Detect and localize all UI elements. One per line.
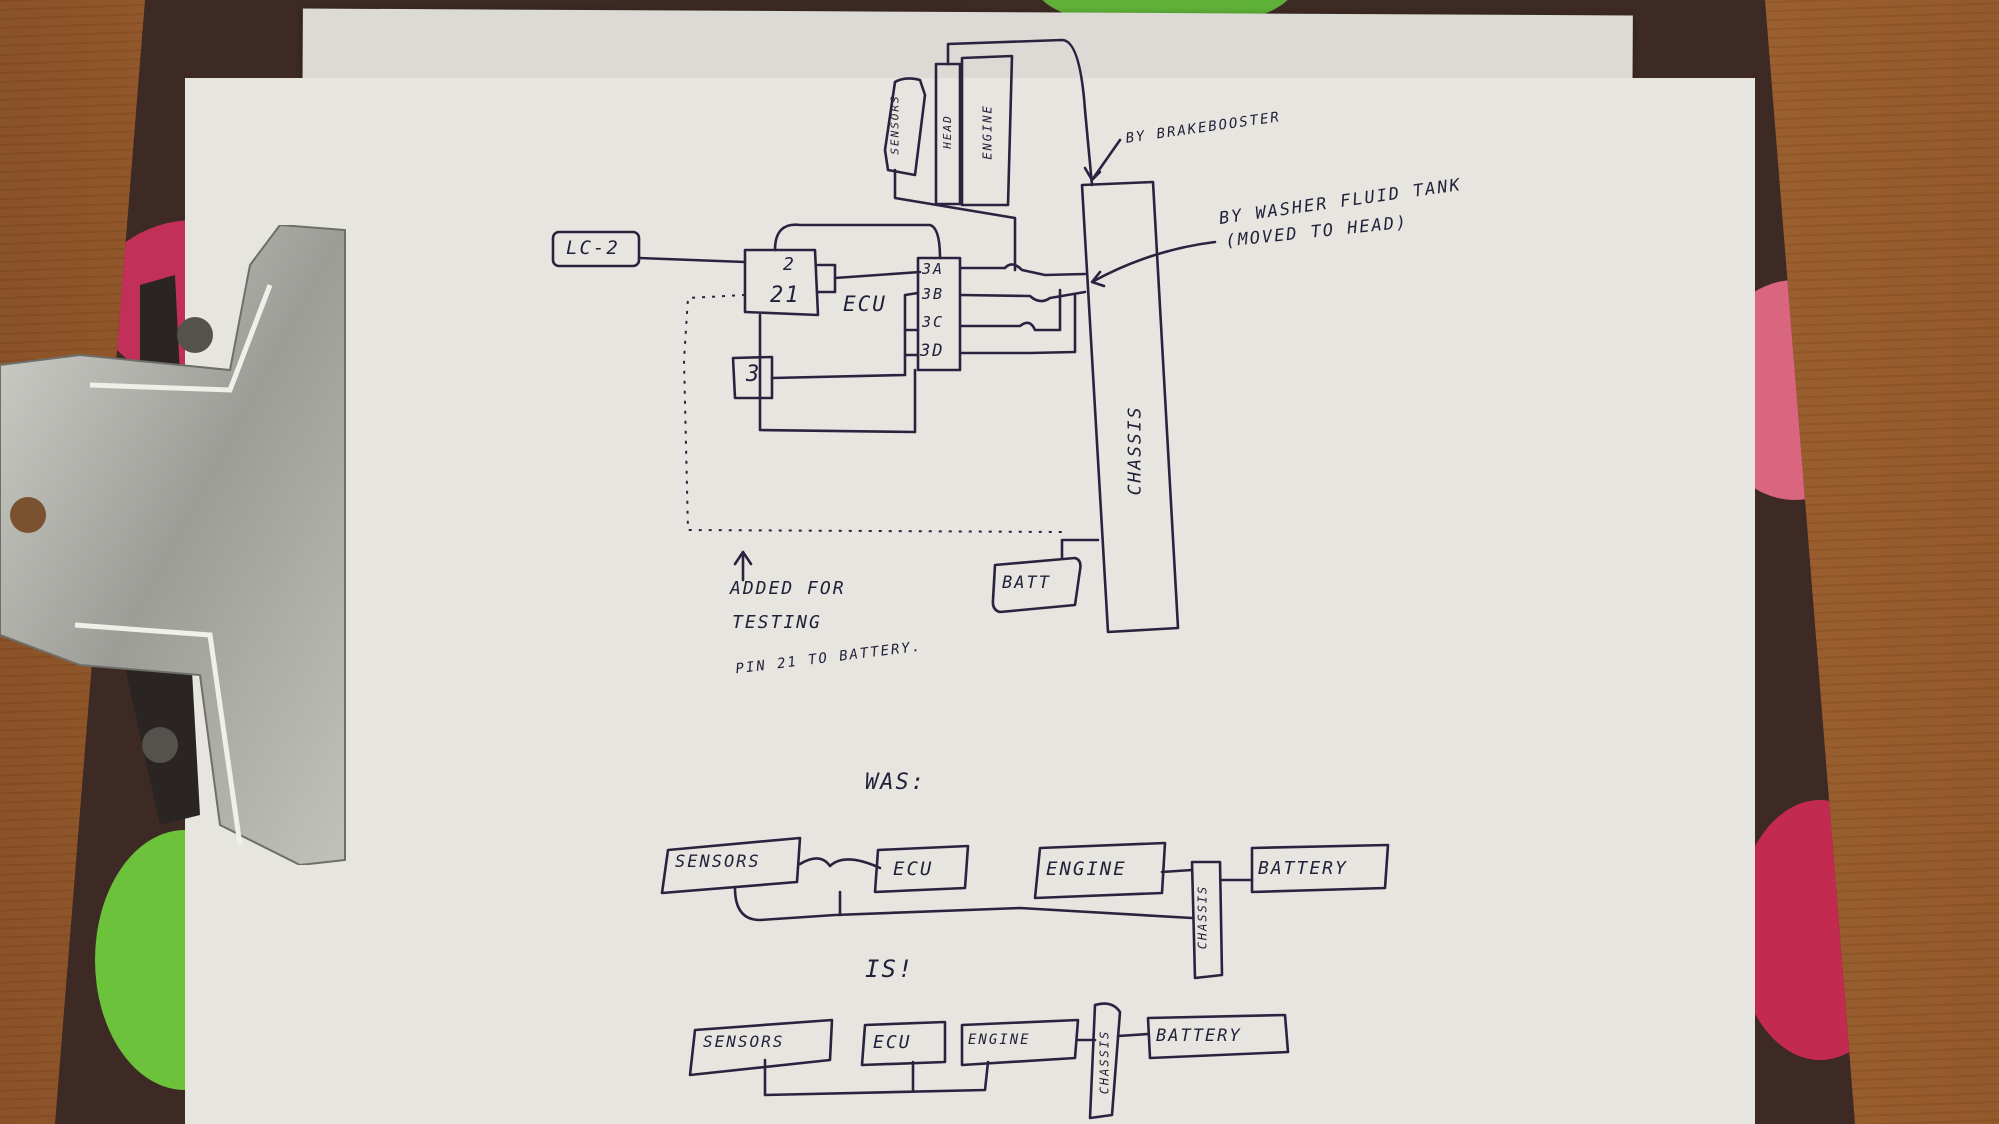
was-sensors-ecu-wire — [798, 857, 882, 870]
clip-hole — [10, 497, 46, 533]
lc2-box — [551, 230, 641, 268]
wire-head-to-chassis — [946, 38, 1094, 187]
pin2-label: 2 — [783, 254, 796, 275]
is-ecu-label: ECU — [873, 1032, 912, 1053]
was-heading: WAS: — [865, 770, 926, 795]
is-chassis-box — [1088, 1002, 1122, 1120]
is-common-ground-wire — [763, 1058, 990, 1097]
head-label-top: HEAD — [940, 114, 954, 149]
pin3-label: 3 — [746, 362, 762, 387]
chassis-box-top — [1080, 180, 1180, 634]
wire-sensors-to-ecu — [893, 168, 1017, 272]
wire-ecu-bottom-loop — [758, 313, 917, 434]
is-sensors-label: SENSORS — [703, 1032, 785, 1051]
wire-3d-chassis — [958, 293, 1077, 355]
was-chassis-box — [1190, 860, 1224, 980]
wire-to-3a — [833, 270, 922, 280]
was-sensors-box — [660, 836, 802, 895]
pin21-label: 21 — [770, 283, 801, 308]
arrow-brakebooster — [1083, 138, 1122, 182]
is-chassis-links — [1076, 1032, 1150, 1042]
wire-3c-chassis — [958, 288, 1062, 332]
batt-label-top: BATT — [1002, 573, 1051, 593]
dashed-test-wire — [682, 294, 1063, 533]
ecu-label-top: ECU — [843, 292, 887, 316]
clip-ridge-top — [89, 284, 273, 393]
was-battery-label: BATTERY — [1258, 858, 1348, 879]
wire-3c-3d-taps — [903, 328, 920, 357]
is-battery-box — [1146, 1013, 1290, 1060]
was-battery-box — [1250, 843, 1390, 894]
pin3a-label: 3A — [922, 260, 945, 278]
was-chassis-links — [1160, 868, 1254, 882]
batt-box-top — [991, 556, 1082, 614]
pin3b-label: 3B — [922, 285, 945, 303]
was-chassis-label: CHASSIS — [1195, 884, 1210, 950]
wire-pin2-loop — [773, 223, 942, 260]
clip-rivet-top — [177, 317, 213, 353]
arrow-washer-tank — [1090, 240, 1217, 288]
was-sensors-label: SENSORS — [675, 852, 761, 872]
is-engine-box — [960, 1018, 1080, 1067]
ecu-connector-right — [916, 256, 962, 372]
binder-clip — [0, 225, 346, 865]
pin3d-label: 3D — [920, 341, 945, 361]
annotation-test-line2: TESTING — [732, 612, 822, 633]
is-heading: IS! — [865, 955, 915, 983]
paper-sheet-front — [185, 78, 1755, 1124]
engine-label-top: ENGINE — [980, 104, 995, 160]
wire-batt-to-chassis — [1060, 538, 1100, 560]
sensors-label-top: SENSORS — [888, 94, 902, 155]
was-ecu-box — [873, 844, 970, 894]
engine-box-top — [960, 54, 1014, 207]
wire-3a-chassis — [958, 263, 1087, 277]
is-engine-label: ENGINE — [968, 1032, 1031, 1048]
wire-ecu-jumper — [816, 263, 837, 294]
clip-handle — [0, 225, 346, 865]
was-engine-label: ENGINE — [1046, 858, 1127, 880]
was-engine-box — [1033, 841, 1167, 900]
wire-3b-chassis — [958, 290, 1087, 303]
clip-ridge-bottom — [74, 622, 243, 846]
annotation-test-line1: ADDED FOR — [730, 578, 846, 599]
ecu-connector-left — [743, 248, 820, 317]
is-battery-label: BATTERY — [1156, 1026, 1242, 1046]
was-ecu-label: ECU — [893, 858, 934, 880]
wire-lc2-to-pin2 — [637, 256, 747, 264]
pin3c-label: 3C — [922, 313, 945, 331]
is-sensors-box — [688, 1018, 834, 1077]
chassis-label-top: CHASSIS — [1124, 405, 1146, 496]
clip-rivet-bottom — [142, 727, 178, 763]
was-ground-wire — [733, 886, 1194, 922]
is-chassis-label: CHASSIS — [1097, 1029, 1112, 1095]
arrow-to-test-wire — [733, 550, 753, 582]
lc2-label: LC-2 — [566, 237, 620, 259]
sensors-box-top — [883, 77, 927, 177]
wire-pin3-to-3b — [770, 291, 920, 380]
is-ecu-box — [860, 1020, 947, 1067]
